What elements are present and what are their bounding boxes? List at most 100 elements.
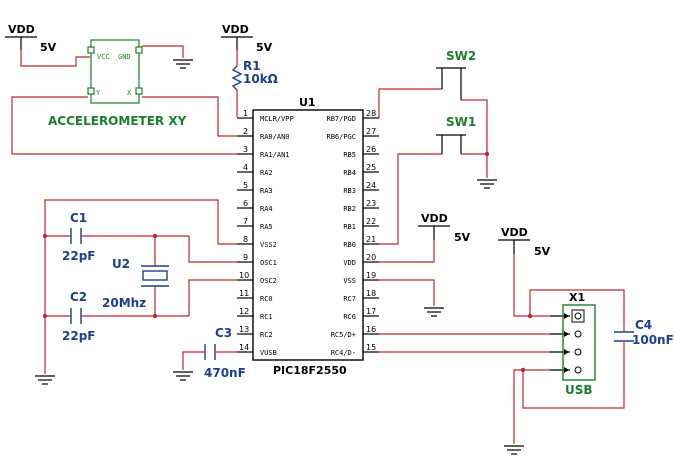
usb-connector-x1: X1 USB (550, 291, 596, 397)
pin-number: 3 (243, 145, 248, 154)
capacitor-c1: C1 22pF (62, 211, 96, 263)
r1-vdd: VDD 5V (221, 23, 273, 54)
accel-x-wire (142, 96, 237, 137)
pin-name: RC6 (343, 313, 356, 321)
pin-name: RB3 (343, 187, 356, 195)
c4-value: 100nF (632, 333, 674, 347)
c2-ref: C2 (70, 290, 87, 304)
mcu-u1: U1 PIC18F2550 1 2 3 4 5 6 7 8 9 (237, 96, 379, 377)
resistor-r1: R1 10kΩ (231, 50, 278, 117)
pin-number: 1 (243, 109, 248, 118)
usb-label: USB (565, 383, 593, 397)
pin-number: 23 (366, 199, 376, 208)
vdd-accel-supply: VDD 5V (5, 23, 90, 67)
crystal-u2: U2 20Mhz (102, 257, 169, 310)
pin-name: RB4 (343, 169, 356, 177)
5v-label: 5V (256, 41, 273, 54)
pin-name: RB7/PGD (326, 115, 356, 123)
5v-label: 5V (534, 245, 551, 258)
5v-label: 5V (40, 41, 57, 54)
u2-value: 20Mhz (102, 296, 146, 310)
accel-pin-y: Y (96, 89, 101, 97)
pin-name: RA3 (260, 187, 273, 195)
pin-number: 15 (366, 343, 376, 352)
mcu-left-pins: 1 2 3 4 5 6 7 8 9 10 11 12 13 14 MCLR/VP… (237, 109, 294, 357)
pin-number: 28 (366, 109, 376, 118)
pin-number: 26 (366, 145, 376, 154)
pin-number: 7 (243, 217, 248, 226)
pin-number: 27 (366, 127, 376, 136)
pin-name: RA0/AN0 (260, 133, 290, 141)
capacitor-c3: C3 470nF (173, 326, 246, 381)
pin-number: 9 (243, 253, 248, 262)
vdd-label: VDD (501, 226, 528, 239)
capacitor-c2: C2 22pF (62, 290, 96, 343)
sw2-label: SW2 (446, 49, 476, 63)
pin-number: 16 (366, 325, 376, 334)
c2-value: 22pF (62, 329, 96, 343)
accel-y-wire (11, 96, 237, 155)
c4-ref: C4 (635, 318, 652, 332)
pin-name: OSC1 (260, 259, 277, 267)
x1-ref: X1 (569, 291, 585, 304)
pin-name: VSS2 (260, 241, 277, 249)
pin-name: VSS (343, 277, 356, 285)
pin-number: 10 (239, 271, 249, 280)
pin-number: 12 (239, 307, 249, 316)
u1-part: PIC18F2550 (273, 364, 347, 377)
c1-value: 22pF (62, 249, 96, 263)
oscillator-network (42, 199, 237, 374)
r1-ref: R1 (243, 59, 261, 73)
pin-name: VUSB (260, 349, 277, 357)
switch-gnd (477, 179, 497, 189)
pin-number: 25 (366, 163, 376, 172)
pin-name: RC4/D- (331, 349, 356, 357)
sw1-label: SW1 (446, 115, 476, 129)
c1-ref: C1 (70, 211, 87, 225)
pin-number: 22 (366, 217, 376, 226)
pin-number: 5 (243, 181, 248, 190)
pin-name: RC0 (260, 295, 273, 303)
pin-name: RC2 (260, 331, 273, 339)
mcu-right-pins: 28 27 26 25 24 23 22 21 20 19 18 17 16 1… (326, 109, 379, 357)
pin-name: MCLR/VPP (260, 115, 294, 123)
pin-number: 24 (366, 181, 376, 190)
c3-value: 470nF (204, 366, 246, 380)
accel-pin-x: X (127, 89, 132, 97)
switch-sw2: SW2 (379, 49, 488, 154)
pin-name: RA4 (260, 205, 273, 213)
mcu-vss (379, 279, 444, 317)
usb-vdd: VDD 5V (498, 226, 551, 317)
pin-number: 14 (239, 343, 249, 352)
accel-pin-gnd: GND (118, 53, 131, 61)
pin-number: 20 (366, 253, 376, 262)
accelerometer-label: ACCELEROMETER XY (48, 114, 187, 128)
mcu-vdd: VDD 5V (379, 212, 471, 263)
pin-name: RA1/AN1 (260, 151, 290, 159)
pin-name: RB0 (343, 241, 356, 249)
u2-ref: U2 (112, 257, 130, 271)
pin-name: RB1 (343, 223, 356, 231)
pin-name: RA5 (260, 223, 273, 231)
pin-number: 21 (366, 235, 376, 244)
pin-name: RC5/D+ (331, 331, 356, 339)
r1-value: 10kΩ (243, 72, 278, 86)
usb-gnd (504, 445, 524, 455)
5v-label: 5V (454, 231, 471, 244)
pin-name: RC1 (260, 313, 273, 321)
pin-name: OSC2 (260, 277, 277, 285)
pin-number: 8 (243, 235, 248, 244)
pin-name: RC7 (343, 295, 356, 303)
switch-sw1: SW1 (379, 115, 490, 245)
pin-number: 11 (239, 289, 249, 298)
accelerometer-module: VCC GND Y X ACCELEROMETER XY (48, 39, 187, 128)
pin-number: 18 (366, 289, 376, 298)
pin-number: 6 (243, 199, 248, 208)
pin-number: 19 (366, 271, 376, 280)
vdd-label: VDD (8, 23, 35, 36)
capacitor-c4: C4 100nF (520, 289, 674, 409)
usb-gnd-wire (513, 369, 550, 444)
pin-name: VDD (343, 259, 356, 267)
gnd-osc (35, 375, 55, 385)
